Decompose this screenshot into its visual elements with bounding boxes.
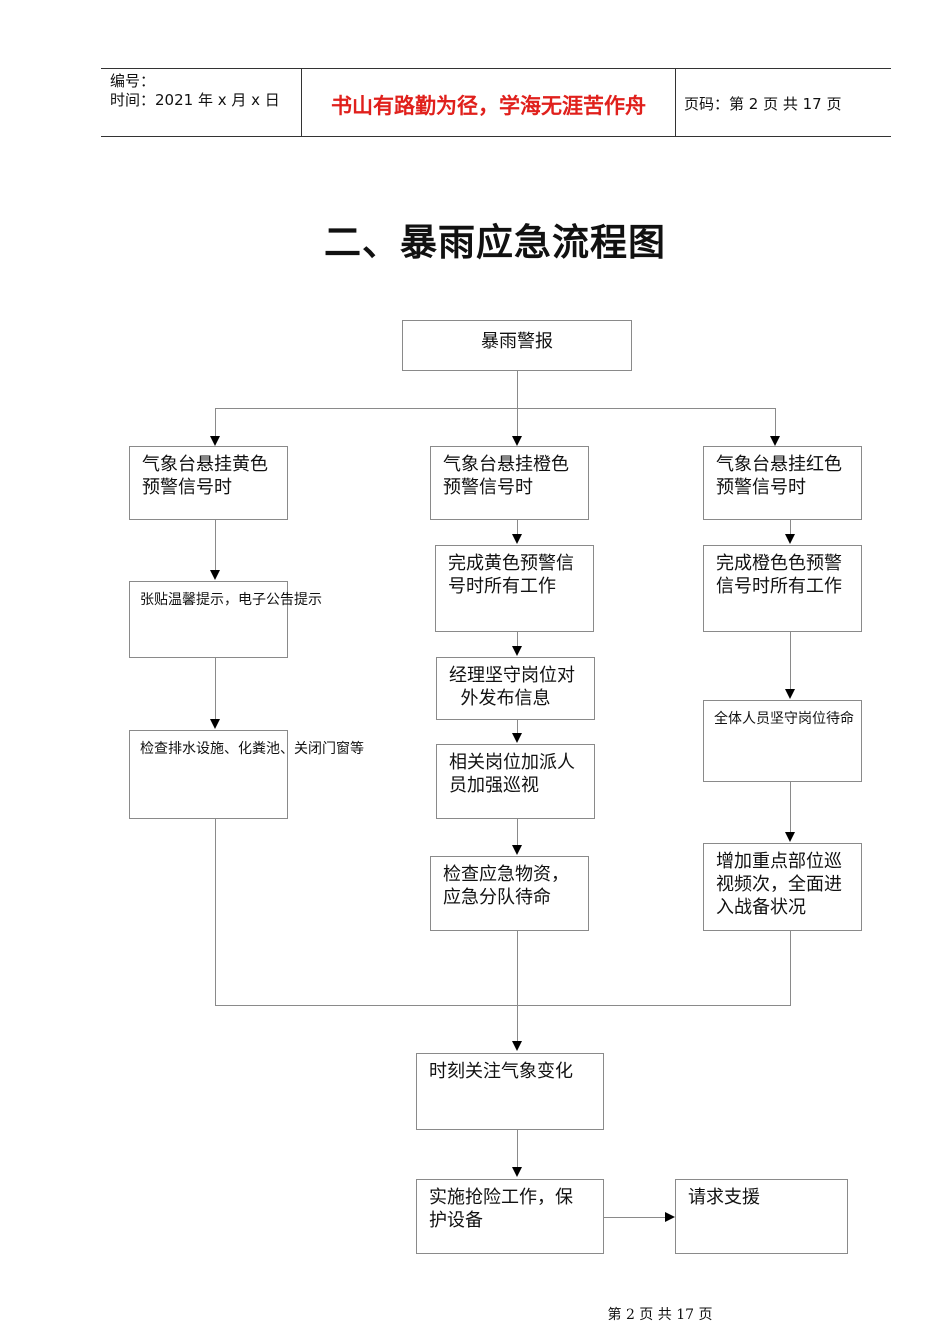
connector: [215, 1005, 791, 1006]
connector: [517, 520, 518, 535]
connector: [517, 371, 518, 408]
node-rainstorm-alert-label: 暴雨警报: [481, 331, 553, 352]
connector: [790, 782, 791, 833]
node-yellow-trigger-label: 气象台悬挂黄色 预警信号时: [142, 454, 268, 498]
connector: [215, 658, 216, 720]
arrow-down-icon: [512, 845, 522, 855]
node-red-complete-orange-label: 完成橙色色预警 信号时所有工作: [716, 553, 842, 597]
arrow-down-icon: [785, 689, 795, 699]
page-footer: 第 2 页 共 17 页: [607, 1307, 713, 1323]
node-orange-patrol-label: 相关岗位加派人 员加强巡视: [449, 752, 575, 796]
connector: [604, 1217, 666, 1218]
header-time: 时间：2021 年 x 月 x 日: [110, 91, 280, 109]
node-red-all-staff: 全体人员坚守岗位待命: [703, 700, 862, 782]
connector: [517, 408, 518, 437]
connector: [517, 1130, 518, 1168]
node-monitor-weather: 时刻关注气象变化: [416, 1053, 604, 1130]
arrow-down-icon: [512, 1167, 522, 1177]
node-orange-supplies: 检查应急物资， 应急分队待命: [430, 856, 589, 931]
arrow-down-icon: [785, 832, 795, 842]
node-orange-trigger-label: 气象台悬挂橙色 预警信号时: [443, 454, 569, 498]
node-red-trigger-label: 气象台悬挂红色 预警信号时: [716, 454, 842, 498]
connector: [215, 408, 216, 437]
connector: [790, 632, 791, 690]
header-divider-left: [301, 68, 302, 136]
arrow-down-icon: [785, 534, 795, 544]
node-red-complete-orange: 完成橙色色预警 信号时所有工作: [703, 545, 862, 632]
connector: [517, 632, 518, 647]
arrow-right-icon: [665, 1212, 675, 1222]
node-request-support-label: 请求支援: [688, 1187, 760, 1208]
connector: [215, 520, 216, 571]
connector: [517, 819, 518, 846]
arrow-down-icon: [770, 436, 780, 446]
arrow-down-icon: [512, 436, 522, 446]
arrow-down-icon: [512, 733, 522, 743]
node-red-trigger: 气象台悬挂红色 预警信号时: [703, 446, 862, 520]
node-red-all-staff-label: 全体人员坚守岗位待命: [714, 711, 854, 727]
connector: [790, 931, 791, 1005]
arrow-down-icon: [210, 570, 220, 580]
node-orange-manager-label: 经理坚守岗位对 外发布信息: [449, 665, 575, 709]
node-red-key-areas: 增加重点部位巡 视频次，全面进 入战备状况: [703, 843, 862, 931]
node-orange-supplies-label: 检查应急物资， 应急分队待命: [443, 864, 569, 908]
header-motto: 书山有路勤为径，学海无涯苦作舟: [331, 93, 646, 118]
node-yellow-trigger: 气象台悬挂黄色 预警信号时: [129, 446, 288, 520]
arrow-down-icon: [512, 646, 522, 656]
connector: [790, 520, 791, 535]
node-yellow-check-label: 检查排水设施、化粪池、关闭门窗等: [140, 741, 364, 757]
node-rescue: 实施抢险工作，保 护设备: [416, 1179, 604, 1254]
page-title: 二、暴雨应急流程图: [324, 221, 666, 264]
arrow-down-icon: [210, 436, 220, 446]
connector: [517, 720, 518, 734]
header-top-rule: [101, 68, 891, 69]
header-number: 编号：: [110, 72, 156, 90]
node-orange-trigger: 气象台悬挂橙色 预警信号时: [430, 446, 589, 520]
node-orange-complete-yellow: 完成黄色预警信 号时所有工作: [435, 545, 594, 632]
arrow-down-icon: [512, 534, 522, 544]
node-monitor-weather-label: 时刻关注气象变化: [429, 1061, 573, 1082]
connector: [215, 819, 216, 1005]
header-page-number: 页码：第 2 页 共 17 页: [684, 95, 842, 113]
header-divider-right: [675, 68, 676, 136]
connector: [775, 408, 776, 437]
node-rescue-label: 实施抢险工作，保 护设备: [429, 1187, 573, 1231]
node-request-support: 请求支援: [675, 1179, 848, 1254]
node-rainstorm-alert: 暴雨警报: [402, 320, 632, 371]
node-red-key-areas-label: 增加重点部位巡 视频次，全面进 入战备状况: [716, 851, 842, 918]
arrow-down-icon: [210, 719, 220, 729]
node-orange-complete-yellow-label: 完成黄色预警信 号时所有工作: [448, 553, 574, 597]
arrow-down-icon: [512, 1041, 522, 1051]
connector: [215, 408, 775, 409]
node-yellow-check: 检查排水设施、化粪池、关闭门窗等: [129, 730, 364, 819]
node-orange-patrol: 相关岗位加派人 员加强巡视: [436, 744, 595, 819]
header-bottom-rule: [101, 136, 891, 137]
node-yellow-notice: 张贴温馨提示，电子公告提示: [129, 581, 322, 658]
node-yellow-notice-label: 张贴温馨提示，电子公告提示: [140, 592, 322, 608]
node-orange-manager: 经理坚守岗位对 外发布信息: [436, 657, 595, 720]
connector: [517, 931, 518, 1042]
